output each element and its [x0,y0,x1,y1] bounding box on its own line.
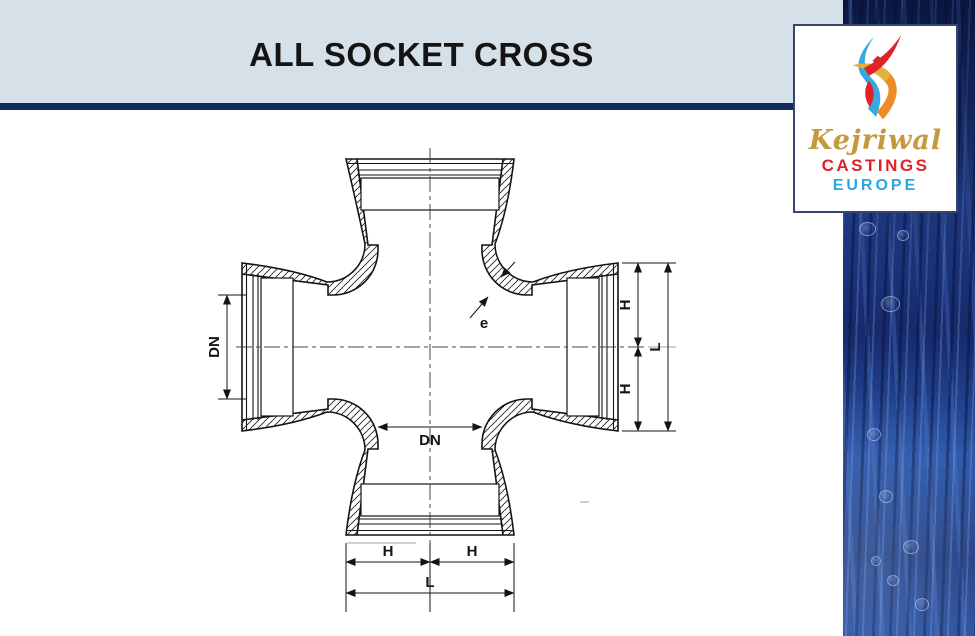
label-h-right-upper: H [617,300,634,311]
water-bubble [897,230,909,241]
centerlines [236,148,648,562]
page-title: ALL SOCKET CROSS [249,35,594,73]
gasket-groove-top [360,177,500,211]
water-bubble [915,598,929,611]
kejriwal-ribbon-icon [851,34,901,120]
water-bubble [879,490,893,503]
label-h-bottom-right: H [467,543,478,560]
gasket-groove-left [260,277,294,417]
water-bubble [881,296,900,312]
water-bubble [871,556,881,566]
kejriwal-logo-box: Kejriwal CASTINGS EUROPE [793,24,958,213]
water-bubble [887,575,899,586]
dim-wall-thickness: e [469,261,516,332]
label-h-bottom-left: H [383,543,394,560]
logo-europe-text: EUROPE [832,177,919,194]
water-bubble [903,540,919,554]
socket-details [245,162,615,532]
fitting-body [241,158,619,536]
logo-castings-text: CASTINGS [821,156,930,175]
water-bubble [867,428,881,441]
dim-right-group: H H L [617,262,676,432]
water-bubble [859,222,876,236]
dim-dn-bore: DN [377,423,483,449]
label-e: e [480,315,488,332]
dim-dn-left: DN [206,294,246,400]
label-l-right: L [647,342,664,351]
gasket-groove-bottom [360,483,500,517]
logo-brand-name: Kejriwal [808,125,943,156]
gasket-groove-right [566,277,600,417]
label-dn-left: DN [206,336,223,358]
header-band [0,0,843,103]
label-l-bottom: L [425,574,434,591]
dim-bottom-group: H H L [345,542,515,612]
label-h-right-lower: H [617,384,634,395]
header-rule [0,103,843,110]
label-dn-bore: DN [419,432,441,449]
